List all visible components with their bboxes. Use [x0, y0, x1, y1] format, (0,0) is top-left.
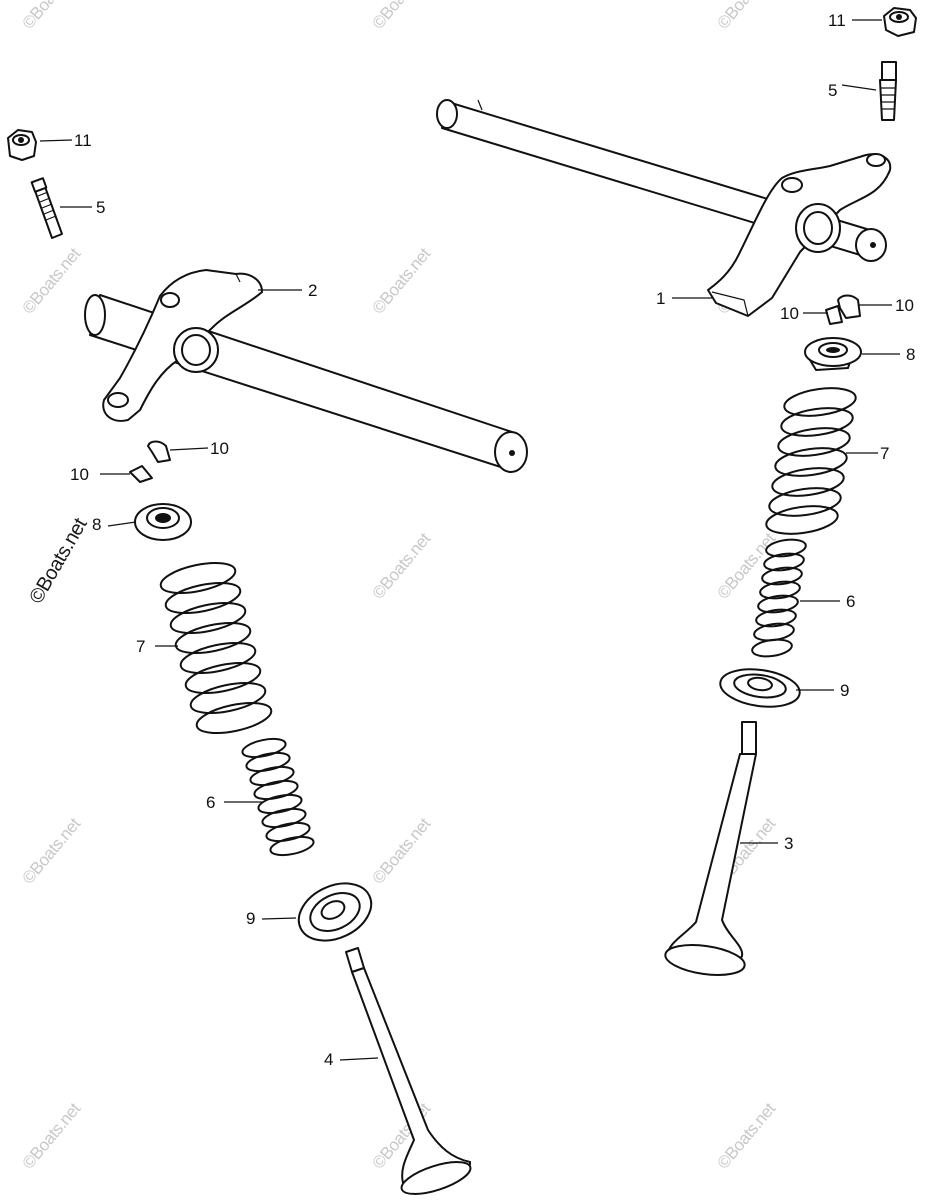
callout-1: 1: [656, 289, 665, 308]
spring-seat-right: [719, 668, 801, 708]
rocker-arm-2: [102, 269, 263, 422]
callout-10-right-left: 10: [780, 304, 799, 323]
leader-lines: [39, 19, 900, 1061]
valve-left: [345, 947, 472, 1195]
retainer-left: [134, 503, 192, 541]
watermark: ©Boats.net: [19, 244, 85, 318]
callout-10-left-lower: 10: [70, 465, 89, 484]
callout-6-right: 6: [846, 592, 855, 611]
callout-4: 4: [324, 1050, 333, 1069]
callout-3: 3: [784, 834, 793, 853]
watermark: ©Boats.net: [714, 529, 780, 603]
callout-7-left: 7: [136, 637, 145, 656]
callout-10-right-right: 10: [895, 296, 914, 315]
callout-9-left: 9: [246, 909, 255, 928]
adjust-screw-right: [879, 61, 897, 121]
cotter-right-a: [837, 294, 861, 319]
watermark: ©Boats.net: [714, 1099, 780, 1173]
watermark: ©Boats.net: [19, 1099, 85, 1173]
callout-labels: 11 5 2 10 10 8 7 6 9 4 1 10 10 8 7 6 9 3…: [70, 11, 915, 1069]
spring-seat-left: [297, 882, 373, 942]
callout-5-left: 5: [96, 198, 105, 217]
cotter-left-a: [147, 440, 171, 463]
valve-right: [664, 721, 757, 976]
watermark: ©Boats.net: [19, 0, 85, 33]
retainer-right: [804, 337, 862, 371]
outer-spring-right: [765, 387, 857, 535]
rocker-arm-1: [707, 153, 892, 317]
callout-8-right: 8: [906, 345, 915, 364]
callout-10-left-upper: 10: [210, 439, 229, 458]
watermark-dark: ©Boats.net: [25, 514, 92, 607]
cotter-right-b: [825, 305, 843, 325]
callout-8-left: 8: [92, 515, 101, 534]
watermark: ©Boats.net: [369, 244, 435, 318]
inner-spring-left: [241, 737, 315, 857]
nut-right: [883, 7, 917, 37]
callout-7-right: 7: [880, 444, 889, 463]
adjust-screw-left: [30, 177, 63, 239]
watermark: ©Boats.net: [369, 0, 435, 33]
callout-5-right: 5: [828, 81, 837, 100]
callout-6-left: 6: [206, 793, 215, 812]
callout-2: 2: [308, 281, 317, 300]
callout-9-right: 9: [840, 681, 849, 700]
inner-spring-right: [751, 538, 807, 658]
watermark: ©Boats.net: [369, 529, 435, 603]
watermark: ©Boats.net: [714, 0, 780, 33]
watermark: ©Boats.net: [19, 814, 85, 888]
cotter-left-b: [129, 465, 153, 483]
watermark: ©Boats.net: [369, 814, 435, 888]
callout-11-left: 11: [74, 131, 92, 150]
callout-11-right: 11: [828, 11, 846, 30]
nut-left: [7, 129, 37, 161]
outer-spring-left: [159, 562, 273, 734]
